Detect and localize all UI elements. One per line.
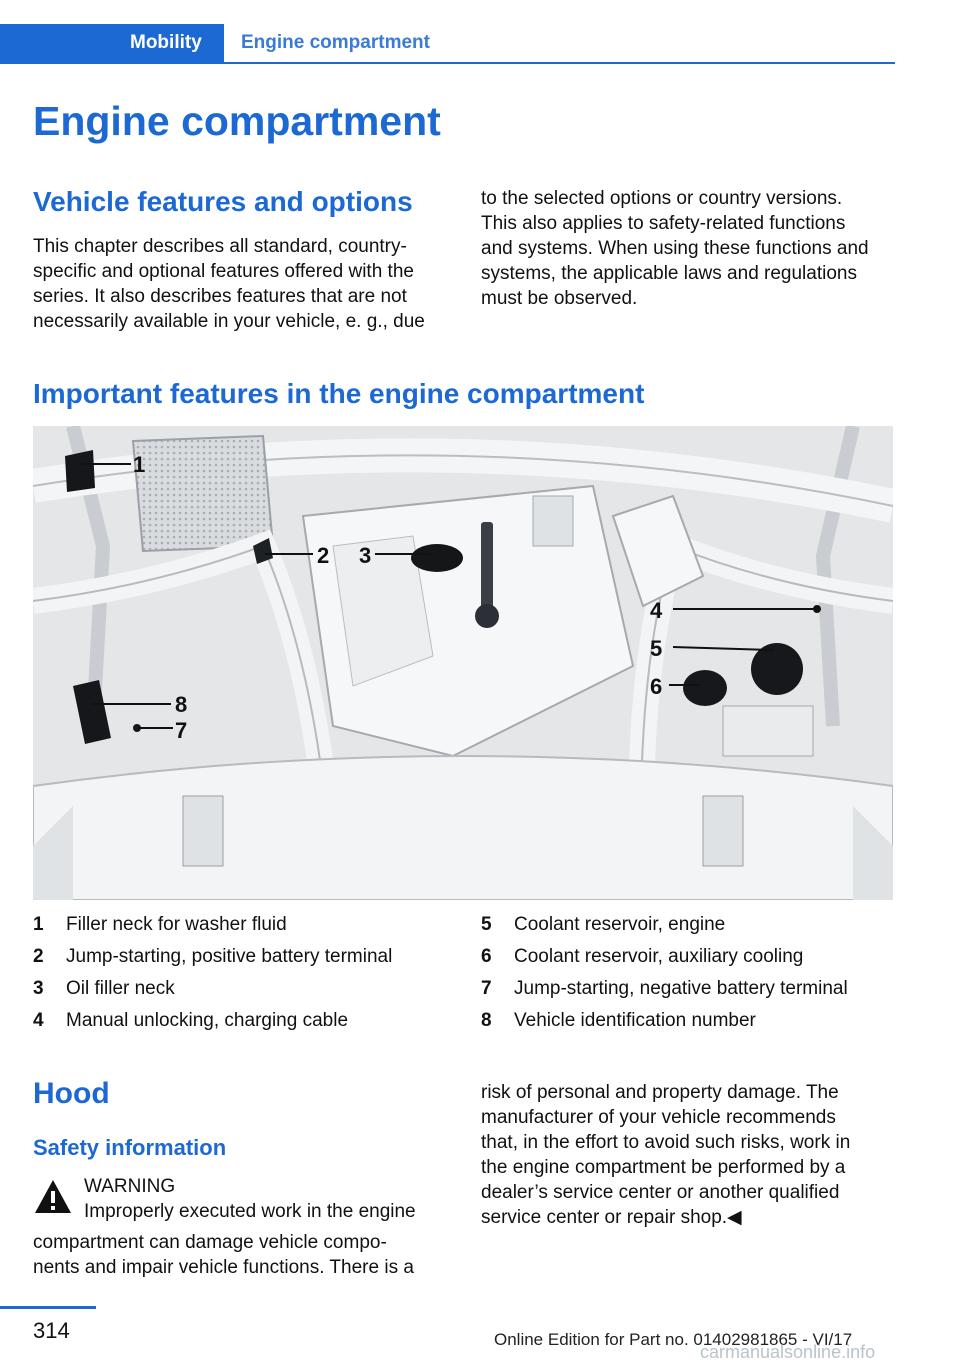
- vehicle-features-col2: to the selected options or country versi…: [481, 186, 869, 311]
- text-line: that, in the effort to avoid such risks,…: [481, 1132, 851, 1153]
- legend-text: Coolant reservoir, engine: [514, 914, 726, 935]
- legend-number: 7: [481, 978, 492, 999]
- text-line: necessarily available in your vehicle, e…: [33, 311, 425, 332]
- legend-text: Coolant reservoir, auxiliary cooling: [514, 946, 804, 967]
- warning-label: WARNING: [84, 1176, 176, 1197]
- vehicle-features-col1: This chapter describes all standard, cou…: [33, 234, 425, 334]
- engine-illustration-svg: 1 2 3 4 5 6 7 8: [33, 426, 893, 900]
- text-line: This chapter describes all standard, cou…: [33, 236, 407, 257]
- text-line: dealer’s service center or another quali…: [481, 1182, 840, 1203]
- page-title: Engine compartment: [33, 98, 441, 144]
- legend-number: 4: [33, 1010, 44, 1031]
- legend-text: Filler neck for washer fluid: [66, 914, 287, 935]
- legend-item: 5 Coolant reservoir, engine: [481, 912, 901, 944]
- legend-item: 4 Manual unlocking, charging cable: [33, 1008, 453, 1040]
- callout-7: 7: [175, 718, 187, 743]
- important-features-heading: Important features in the engine compart…: [33, 378, 645, 409]
- text-line: risk of personal and property damage. Th…: [481, 1082, 839, 1103]
- legend-text: Jump-starting, positive battery terminal: [66, 946, 393, 967]
- legend-text: Oil filler neck: [66, 978, 175, 999]
- legend-text: Vehicle identification number: [514, 1010, 756, 1031]
- warning-text: WARNING Improperly executed work in the …: [84, 1174, 416, 1224]
- callout-4: 4: [650, 598, 663, 623]
- legend-text: Jump-starting, negative battery terminal: [514, 978, 848, 999]
- callout-6: 6: [650, 674, 662, 699]
- vehicle-features-heading: Vehicle features and options: [33, 186, 413, 217]
- legend-number: 5: [481, 914, 492, 935]
- hood-col2: risk of personal and property damage. Th…: [481, 1080, 850, 1230]
- safety-information-heading: Safety information: [33, 1135, 227, 1160]
- edition-info: Online Edition for Part no. 01402981865 …: [494, 1330, 853, 1349]
- text-line: service center or repair shop.◀: [481, 1207, 742, 1228]
- legend-number: 3: [33, 978, 44, 999]
- text-line: series. It also describes features that …: [33, 286, 407, 307]
- legend-item: 1 Filler neck for washer fluid: [33, 912, 453, 944]
- text-line: Improperly executed work in the engine: [84, 1201, 416, 1222]
- warning-triangle-icon: [35, 1180, 71, 1213]
- legend-number: 8: [481, 1010, 492, 1031]
- legend-number: 6: [481, 946, 492, 967]
- section-tab-engine-compartment[interactable]: Engine compartment: [241, 32, 430, 53]
- text-line: the engine compartment be performed by a: [481, 1157, 846, 1178]
- callout-2: 2: [317, 543, 329, 568]
- legend-text: Manual unlocking, charging cable: [66, 1010, 349, 1031]
- callout-8: 8: [175, 692, 187, 717]
- callout-5: 5: [650, 636, 662, 661]
- hood-col1: compartment can damage vehicle compo- ne…: [33, 1230, 414, 1280]
- section-tab-mobility[interactable]: Mobility: [0, 24, 224, 62]
- text-line: compartment can damage vehicle compo-: [33, 1232, 387, 1253]
- legend-item: 8 Vehicle identification number: [481, 1008, 901, 1040]
- header-tab-bar: Mobility Engine compartment: [0, 24, 895, 64]
- text-line: systems, the applicable laws and regulat…: [481, 263, 857, 284]
- legend-right: 5 Coolant reservoir, engine 6 Coolant re…: [481, 912, 901, 1040]
- legend-item: 2 Jump-starting, positive battery termin…: [33, 944, 453, 976]
- text-line: specific and optional features offered w…: [33, 261, 414, 282]
- legend-item: 6 Coolant reservoir, auxiliary cooling: [481, 944, 901, 976]
- legend-number: 1: [33, 914, 44, 935]
- legend-left: 1 Filler neck for washer fluid 2 Jump-st…: [33, 912, 453, 1040]
- callout-1: 1: [133, 452, 145, 477]
- footer-accent-line: [0, 1306, 96, 1309]
- hood-heading: Hood: [33, 1077, 110, 1110]
- page-number: 314: [33, 1318, 70, 1343]
- callout-3: 3: [359, 543, 371, 568]
- text-line: This also applies to safety-related func…: [481, 213, 846, 234]
- text-line: nents and impair vehicle functions. Ther…: [33, 1257, 414, 1278]
- text-line: to the selected options or country versi…: [481, 188, 843, 209]
- text-line: manufacturer of your vehicle recommends: [481, 1107, 836, 1128]
- legend-item: 3 Oil filler neck: [33, 976, 453, 1008]
- text-line: must be observed.: [481, 288, 638, 309]
- watermark: carmanualsonline.info: [700, 1342, 876, 1362]
- legend-number: 2: [33, 946, 44, 967]
- text-line: and systems. When using these functions …: [481, 238, 869, 259]
- engine-compartment-illustration: 1 2 3 4 5 6 7 8: [33, 426, 893, 900]
- legend-item: 7 Jump-starting, negative battery termin…: [481, 976, 901, 1008]
